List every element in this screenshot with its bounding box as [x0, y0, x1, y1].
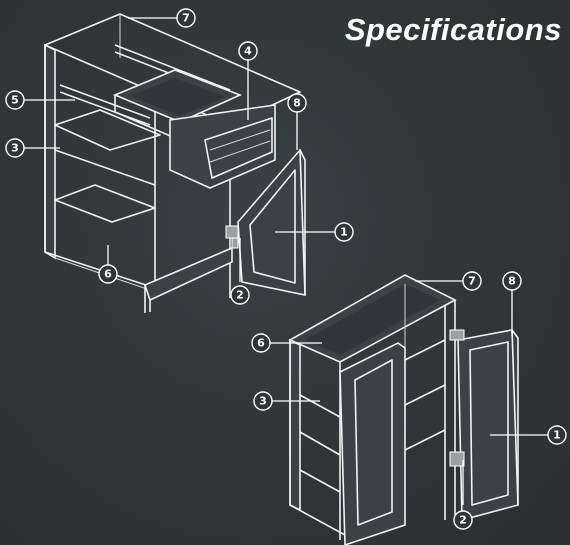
- svg-text:6: 6: [104, 268, 112, 281]
- base-toe-kick: [144, 246, 233, 302]
- callout-base-5: 5: [5, 90, 25, 110]
- wall-door-left: [339, 342, 406, 545]
- svg-text:8: 8: [293, 97, 301, 110]
- base-cabinet: [44, 13, 306, 313]
- base-left-side: [44, 43, 56, 260]
- svg-text:8: 8: [508, 275, 516, 288]
- callout-base-8: 8: [287, 93, 307, 113]
- callout-wall-8: 8: [502, 271, 522, 291]
- callout-base-3: 3: [5, 138, 25, 158]
- svg-text:6: 6: [257, 337, 265, 350]
- callout-wall-2: 2: [453, 510, 473, 530]
- svg-text:1: 1: [553, 429, 561, 442]
- callout-wall-3: 3: [253, 391, 273, 411]
- wall-left-side: [289, 338, 301, 512]
- base-bottom-6: [54, 184, 156, 223]
- base-door-1: [237, 148, 306, 296]
- page-title: Specifications: [344, 12, 562, 47]
- svg-text:2: 2: [236, 289, 244, 302]
- wall-cabinet: [288, 274, 519, 545]
- svg-text:5: 5: [11, 94, 19, 107]
- wall-hinge-2: [449, 451, 465, 467]
- base-drawer-front-4: [169, 104, 276, 189]
- wall-leaders: [270, 280, 548, 505]
- wall-hinge-top: [449, 329, 465, 341]
- callout-wall-7: 7: [462, 271, 482, 291]
- svg-text:3: 3: [259, 395, 267, 408]
- callout-wall-1: 1: [547, 425, 567, 445]
- svg-text:2: 2: [459, 514, 467, 527]
- callout-base-4: 4: [238, 41, 258, 61]
- svg-text:1: 1: [340, 226, 348, 239]
- callout-base-2: 2: [230, 285, 250, 305]
- base-leaders: [24, 17, 335, 282]
- base-hinge-2: [225, 225, 239, 239]
- svg-text:4: 4: [244, 45, 252, 58]
- wall-door-right-1: [457, 329, 519, 522]
- callout-base-7: 7: [176, 8, 196, 28]
- callout-wall-6: 6: [251, 333, 271, 353]
- callout-base-6: 6: [98, 264, 118, 284]
- svg-text:7: 7: [468, 275, 476, 288]
- svg-text:7: 7: [182, 12, 190, 25]
- callouts-wall: 7 8 6 3 1 2: [251, 271, 567, 530]
- base-shelf-3: [54, 109, 161, 151]
- svg-text:3: 3: [11, 142, 19, 155]
- callouts-base: 7 5 4 8 3 1 6 2: [5, 8, 354, 305]
- callout-base-1: 1: [334, 222, 354, 242]
